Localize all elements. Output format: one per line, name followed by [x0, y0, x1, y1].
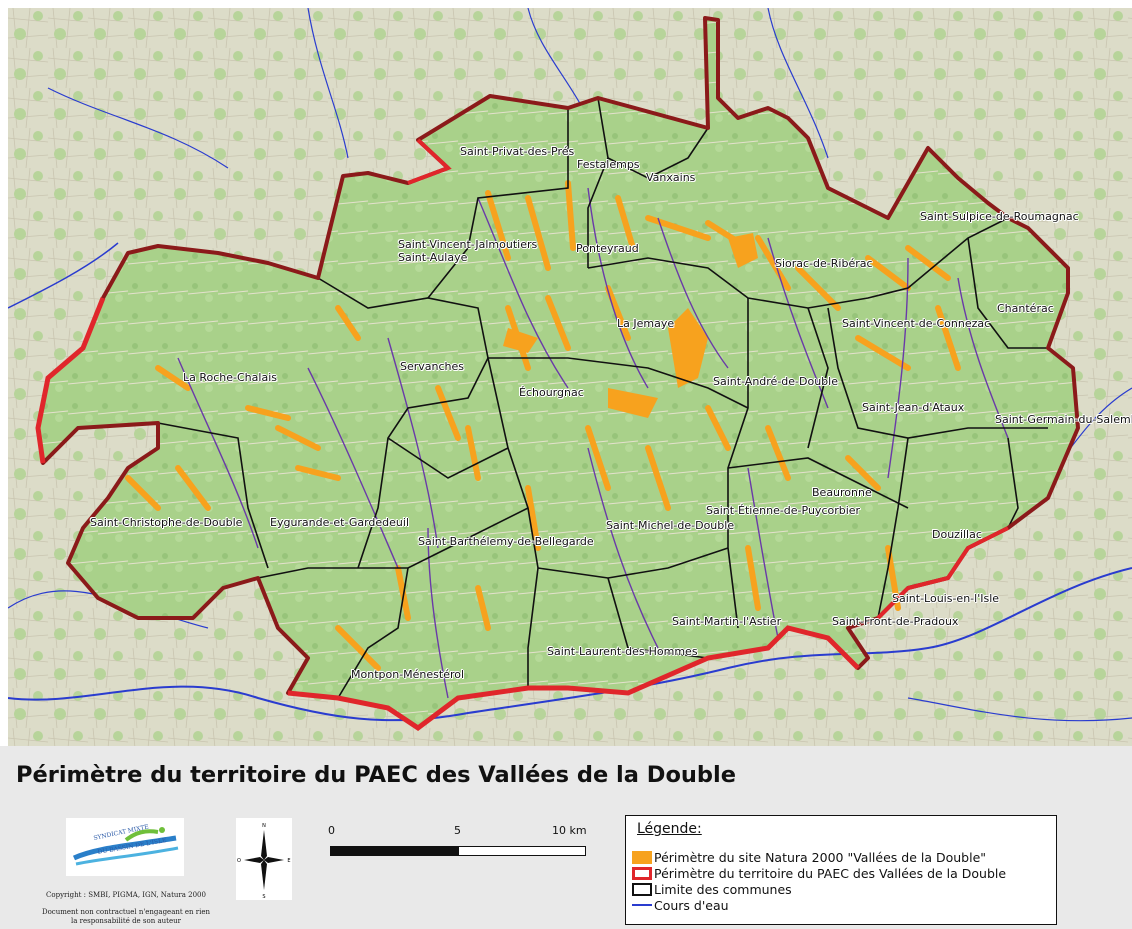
svg-text:N: N	[262, 823, 266, 829]
north-arrow: N S E O	[236, 818, 292, 900]
commune-label: Saint-Front-de-Pradoux	[832, 615, 959, 628]
legend-item-watercourse: Cours d'eau	[632, 897, 729, 913]
legend: Légende: Périmètre du site Natura 2000 "…	[625, 815, 1057, 925]
smbi-logo: SYNDICAT MIXTE DU BASSIN DE L'ISLE	[66, 818, 184, 876]
commune-label: Saint-Germain-du-Salembre	[995, 413, 1132, 426]
commune-label: La Jemaye	[617, 317, 675, 330]
svg-text:E: E	[287, 858, 290, 864]
commune-label: Saint-Vincent-de-Connezac	[842, 317, 991, 330]
legend-label: Périmètre du site Natura 2000 "Vallées d…	[654, 849, 987, 865]
commune-label: Eygurande-et-Gardedeuil	[270, 516, 409, 529]
svg-text:O: O	[237, 858, 241, 864]
paec-outline-river	[35, 297, 106, 464]
paec-swatch	[632, 866, 652, 880]
commune-label: Montpon-Ménestérol	[351, 668, 465, 681]
commune-label: Saint-Privat-des-Prés	[460, 145, 575, 158]
legend-title: Légende:	[637, 821, 702, 837]
map-view[interactable]: Saint-Privat-des-Prés Festalemps Vanxain…	[8, 8, 1132, 746]
commune-label: Vanxains	[646, 171, 696, 184]
river-isle	[8, 567, 1132, 722]
commune-label: Saint-Christophe-de-Double	[90, 516, 243, 529]
commune-label: La Roche-Chalais	[183, 371, 277, 384]
watercourse-swatch	[632, 904, 652, 906]
commune-label: Douzillac	[932, 528, 982, 541]
copyright-text: Copyright : SMBI, PIGMA, IGN, Natura 200…	[46, 891, 206, 899]
disclaimer-line-1: Document non contractuel n'engageant en …	[41, 908, 211, 916]
commune-label: Saint-Sulpice-de-Roumagnac	[920, 210, 1079, 223]
legend-label: Cours d'eau	[654, 897, 729, 913]
commune-label: Chantérac	[997, 302, 1054, 315]
commune-label: Saint-Aulaye	[398, 251, 468, 264]
commune-label: Échourgnac	[519, 386, 584, 399]
communes-swatch	[632, 882, 652, 896]
commune-label: Saint-Vincent-Jalmoutiers	[398, 238, 538, 251]
legend-item-communes: Limite des communes	[632, 881, 792, 897]
commune-label: Ponteyraud	[576, 242, 639, 255]
commune-label: Saint-Barthélemy-de-Bellegarde	[418, 535, 594, 548]
commune-label: Beauronne	[812, 486, 872, 499]
legend-item-natura2000: Périmètre du site Natura 2000 "Vallées d…	[632, 849, 986, 865]
scale-label-0: 0	[328, 824, 335, 837]
disclaimer-line-2: la responsabilité de son auteur	[71, 917, 181, 925]
commune-label: Servanches	[400, 360, 465, 373]
commune-label: Saint-Jean-d'Ataux	[862, 401, 965, 414]
commune-label: Saint-Laurent-des-Hommes	[547, 645, 698, 658]
scale-label-10: 10 km	[552, 824, 587, 837]
commune-label: Saint-Martin-l'Astier	[672, 615, 782, 628]
commune-label: Saint-André-de-Double	[713, 375, 838, 388]
commune-label: Saint-Louis-en-l'Isle	[892, 592, 1000, 605]
legend-label: Limite des communes	[654, 881, 792, 897]
scale-bar: 0 5 10 km	[328, 824, 588, 874]
scale-label-5: 5	[454, 824, 461, 837]
commune-label: Saint-Michel-de-Double	[606, 519, 735, 532]
natura2000-swatch	[632, 850, 652, 864]
commune-boundaries	[157, 97, 1048, 699]
legend-label: Périmètre du territoire du PAEC des Vall…	[654, 865, 1007, 881]
commune-label: Saint-Étienne-de-Puycorbier	[706, 504, 861, 517]
svg-text:S: S	[262, 894, 265, 900]
map-canvas	[8, 8, 1132, 746]
commune-label: Siorac-de-Ribérac	[775, 257, 873, 270]
map-footer: Périmètre du territoire du PAEC des Vall…	[0, 746, 1132, 929]
map-title: Périmètre du territoire du PAEC des Vall…	[16, 762, 736, 788]
commune-label: Festalemps	[577, 158, 640, 171]
legend-item-paec: Périmètre du territoire du PAEC des Vall…	[632, 865, 1006, 881]
